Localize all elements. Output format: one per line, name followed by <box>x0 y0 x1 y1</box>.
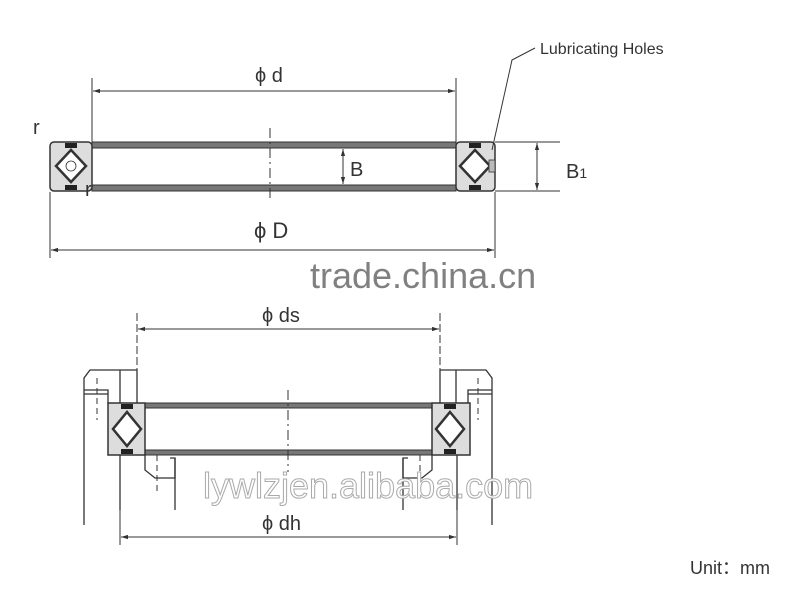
label-phi-dh: ϕ dh <box>262 513 301 535</box>
bottom-bearing-section <box>107 390 471 472</box>
label-r-top: r <box>33 117 40 139</box>
label-phi-D: ϕ D <box>254 218 288 243</box>
watermark-alibaba: lywlzjen.alibaba.com <box>203 465 533 506</box>
left-roller-section <box>107 402 146 456</box>
label-phi-d: ϕ d <box>255 65 283 87</box>
right-roller-section <box>431 402 471 456</box>
mounting-assembly <box>83 369 493 525</box>
label-lubricating-holes: Lubricating Holes <box>540 41 664 58</box>
label-phi-ds: ϕ ds <box>262 305 300 327</box>
lubricating-holes-leader <box>491 47 536 151</box>
top-dimensions <box>49 47 560 258</box>
label-B1: B1 <box>566 161 587 183</box>
label-B: B <box>350 159 363 181</box>
top-bearing-section <box>49 128 496 202</box>
bottom-dimensions <box>119 313 458 545</box>
watermark-trade-china: trade.china.cn <box>310 255 536 296</box>
left-roller-section <box>49 141 93 192</box>
label-unit: Unit：mm <box>690 558 770 578</box>
label-r-bottom: r <box>85 179 92 201</box>
right-roller-section <box>455 141 496 192</box>
